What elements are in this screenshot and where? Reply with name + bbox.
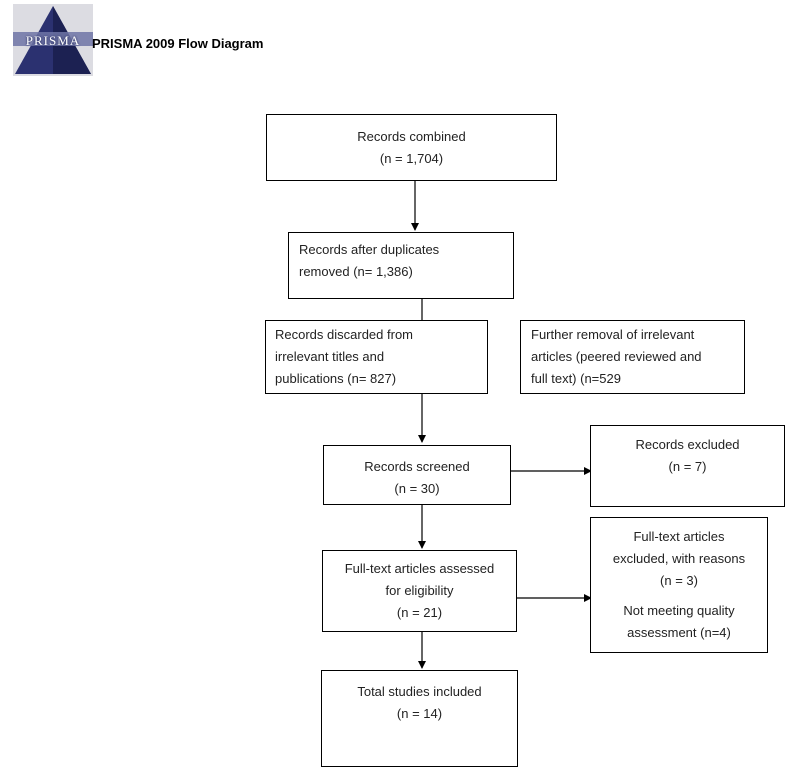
full-text-excluded-box: Full-text articles excluded, with reason… [590,517,768,653]
records-discarded-line-1: Records discarded from [275,327,413,342]
further-removal-box: Further removal of irrelevant articles (… [520,320,745,394]
after-duplicates-box: Records after duplicates removed (n= 1,3… [288,232,514,299]
prisma-logo: PRISMA [13,4,93,76]
after-duplicates-line-1: Records after duplicates [299,242,440,257]
further-removal-line-1: Further removal of irrelevant [531,327,695,342]
records-combined-count: (n = 1,704) [379,151,444,166]
full-text-excluded-line-2: excluded, with reasons [612,551,746,566]
prisma-logo-graphic [13,4,93,76]
records-excluded-count: (n = 7) [668,459,707,474]
page-title: PRISMA 2009 Flow Diagram [92,36,264,51]
records-excluded-box: Records excluded (n = 7) [590,425,785,507]
further-removal-line-2: articles (peered reviewed and [531,349,702,364]
full-text-excluded-spacer [591,592,767,600]
full-text-excluded-line-1: Full-text articles [633,529,725,544]
full-text-assessed-line-1: Full-text articles assessed [344,561,495,576]
records-excluded-label: Records excluded [635,437,740,452]
further-removal-line-3: full text) (n=529 [531,371,621,386]
records-discarded-line-2: irrelevant titles and [275,349,385,364]
records-screened-label: Records screened [364,459,470,474]
full-text-assessed-line-2: for eligibility [385,583,454,598]
after-duplicates-line-2: removed (n= 1,386) [299,264,413,279]
records-screened-box: Records screened (n = 30) [323,445,511,505]
records-discarded-box: Records discarded from irrelevant titles… [265,320,488,394]
full-text-assessed-count: (n = 21) [396,605,443,620]
total-included-count: (n = 14) [396,706,443,721]
total-included-label: Total studies included [357,684,482,699]
full-text-assessed-box: Full-text articles assessed for eligibil… [322,550,517,632]
quality-line-2: assessment (n=4) [627,625,731,640]
records-discarded-line-3: publications (n= 827) [275,371,397,386]
records-combined-label: Records combined [357,129,466,144]
records-combined-box: Records combined (n = 1,704) [266,114,557,181]
prisma-logo-text: PRISMA [25,33,81,48]
full-text-excluded-count: (n = 3) [660,573,698,588]
records-screened-count: (n = 30) [394,481,440,496]
quality-line-1: Not meeting quality [623,603,735,618]
total-included-box: Total studies included (n = 14) [321,670,518,767]
